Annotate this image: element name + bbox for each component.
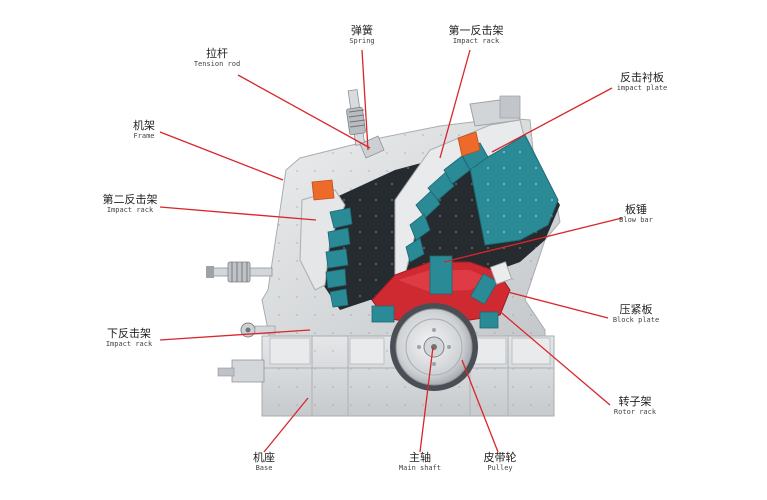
leader-blow-bar [443, 217, 623, 263]
label-impact-rack-2-zh: 第二反击架 [102, 193, 158, 206]
first-rack-liner [405, 142, 489, 263]
blow-bar [429, 255, 453, 295]
leader-impact-rack-2 [159, 206, 317, 221]
leader-impact-rack-lower [159, 329, 311, 341]
label-base-en: Base [255, 464, 273, 472]
label-main-shaft: 主轴 Main shaft [392, 452, 448, 472]
label-spring: 弹簧 Spring [338, 25, 386, 45]
second-rack-liner [325, 207, 353, 308]
label-impact-rack-1: 第一反击架 Impact rack [444, 25, 508, 45]
leader-frame [159, 131, 284, 181]
label-frame: 机架 Frame [124, 120, 164, 140]
label-impact-plate-zh: 反击衬板 [620, 71, 664, 84]
leader-block-plate [499, 289, 609, 319]
label-pulley-en: Pulley [487, 464, 513, 472]
label-impact-plate: 反击衬板 impact plate [612, 72, 672, 92]
crusher-machine [206, 89, 561, 417]
leader-base [263, 397, 309, 453]
label-impact-rack-1-en: Impact rack [452, 37, 500, 45]
label-spring-en: Spring [349, 37, 375, 45]
label-main-shaft-en: Main shaft [398, 464, 442, 472]
label-blow-bar: 板锤 Blow bar [616, 204, 656, 224]
first-rack-pad [457, 131, 481, 157]
leader-main-shaft [419, 346, 434, 453]
leader-pulley [461, 359, 499, 453]
label-blow-bar-en: Blow bar [619, 216, 653, 224]
leader-impact-plate [491, 87, 613, 153]
label-base: 机座 Base [244, 452, 284, 472]
label-impact-rack-lower-en: Impact rack [105, 340, 153, 348]
label-block-plate: 压紧板 Block plate [608, 304, 664, 324]
label-tension-rod: 拉杆 Tension rod [190, 48, 244, 68]
leader-tension-rod [237, 74, 371, 149]
leader-lines [159, 49, 623, 453]
label-impact-rack-1-zh: 第一反击架 [448, 24, 504, 37]
label-frame-zh: 机架 [133, 119, 155, 132]
label-main-shaft-zh: 主轴 [409, 451, 431, 464]
label-base-zh: 机座 [253, 451, 275, 464]
label-block-plate-en: Block plate [612, 316, 660, 324]
label-rotor-rack: 转子架 Rotor rack [608, 396, 662, 416]
label-impact-plate-en: impact plate [616, 84, 668, 92]
label-blow-bar-zh: 板锤 [625, 203, 647, 216]
label-pulley-zh: 皮带轮 [483, 451, 517, 464]
label-impact-rack-lower: 下反击架 Impact rack [98, 328, 160, 348]
label-tension-rod-en: Tension rod [193, 60, 241, 68]
leader-impact-rack-1 [439, 49, 471, 159]
label-impact-rack-2: 第二反击架 Impact rack [98, 194, 162, 214]
label-pulley: 皮带轮 Pulley [476, 452, 524, 472]
block-plate-part [489, 261, 513, 285]
label-tension-rod-zh: 拉杆 [206, 47, 228, 60]
label-block-plate-zh: 压紧板 [619, 303, 653, 316]
label-impact-rack-2-en: Impact rack [106, 206, 154, 214]
label-impact-rack-lower-zh: 下反击架 [107, 327, 151, 340]
second-rack-pad [311, 179, 335, 201]
leader-rotor-rack [489, 302, 611, 406]
leader-spring [361, 49, 369, 151]
spring-assembly [346, 89, 385, 159]
tension-rod-assembly [206, 261, 273, 283]
label-frame-en: Frame [133, 132, 155, 140]
label-spring-zh: 弹簧 [351, 24, 373, 37]
label-rotor-rack-zh: 转子架 [618, 395, 652, 408]
label-rotor-rack-en: Rotor rack [613, 408, 657, 416]
